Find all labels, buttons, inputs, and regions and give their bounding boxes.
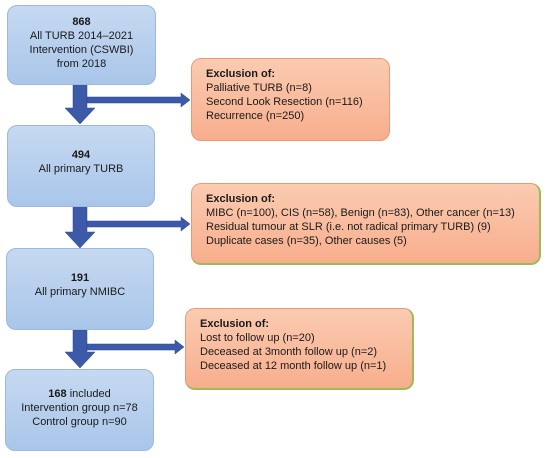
box-primary-nmibc-line1: All primary NMIBC bbox=[34, 286, 126, 298]
box-primary-turb-line1: All primary TURB bbox=[38, 163, 124, 175]
exclusion-2-item: Duplicate cases (n=35), Other causes (5) bbox=[206, 235, 407, 247]
box-all-turb-line3: from 2018 bbox=[56, 58, 107, 70]
exclusion-2-item: Residual tumour at SLR (i.e. not radical… bbox=[206, 221, 491, 233]
exclusion-3-item: Deceased at 3month follow up (n=2) bbox=[200, 346, 378, 358]
exclusion-1-item: Palliative TURB (n=8) bbox=[206, 82, 312, 94]
exclusion-box-1: Exclusion of: Palliative TURB (n=8) Seco… bbox=[191, 58, 390, 141]
exclusion-3-item: Lost to follow up (n=20) bbox=[200, 332, 315, 344]
box-all-turb-line1: All TURB 2014–2021 bbox=[29, 30, 134, 42]
box-primary-turb: 494 All primary TURB bbox=[7, 125, 155, 207]
box-included-count: 168 bbox=[48, 388, 67, 400]
exclusion-1-title: Exclusion of: bbox=[206, 68, 276, 80]
exclusion-1-item: Second Look Resection (n=116) bbox=[206, 96, 363, 108]
exclusion-2-item: MIBC (n=100), CIS (n=58), Benign (n=83),… bbox=[206, 207, 515, 219]
exclusion-3-item: Deceased at 12 month follow up (n=1) bbox=[200, 360, 387, 372]
down-arrow-2 bbox=[64, 205, 96, 249]
box-included-line2: Control group n=90 bbox=[32, 416, 127, 428]
right-arrow-3 bbox=[86, 339, 185, 355]
box-all-turb: 868 All TURB 2014–2021 Intervention (CSW… bbox=[7, 5, 156, 85]
box-included: 168 included Intervention group n=78 Con… bbox=[5, 369, 154, 451]
exclusion-box-2: Exclusion of: MIBC (n=100), CIS (n=58), … bbox=[191, 183, 541, 265]
box-all-turb-line2: Intervention (CSWBI) bbox=[29, 44, 134, 56]
box-included-suffix: included bbox=[66, 388, 111, 400]
box-included-heading: 168 included bbox=[6, 387, 153, 401]
exclusion-3-title: Exclusion of: bbox=[200, 318, 270, 330]
box-included-line1: Intervention group n=78 bbox=[21, 402, 138, 414]
box-primary-turb-count: 494 bbox=[71, 149, 91, 161]
right-arrow-1 bbox=[86, 92, 191, 108]
down-arrow-3 bbox=[64, 329, 96, 369]
box-all-turb-count: 868 bbox=[72, 16, 91, 28]
exclusion-2-title: Exclusion of: bbox=[206, 193, 276, 205]
right-arrow-2 bbox=[86, 216, 191, 232]
box-primary-nmibc: 191 All primary NMIBC bbox=[6, 248, 154, 330]
box-primary-nmibc-count: 191 bbox=[70, 272, 90, 284]
exclusion-1-item: Recurrence (n=250) bbox=[206, 110, 305, 122]
exclusion-box-3: Exclusion of: Lost to follow up (n=20) D… bbox=[185, 308, 414, 390]
